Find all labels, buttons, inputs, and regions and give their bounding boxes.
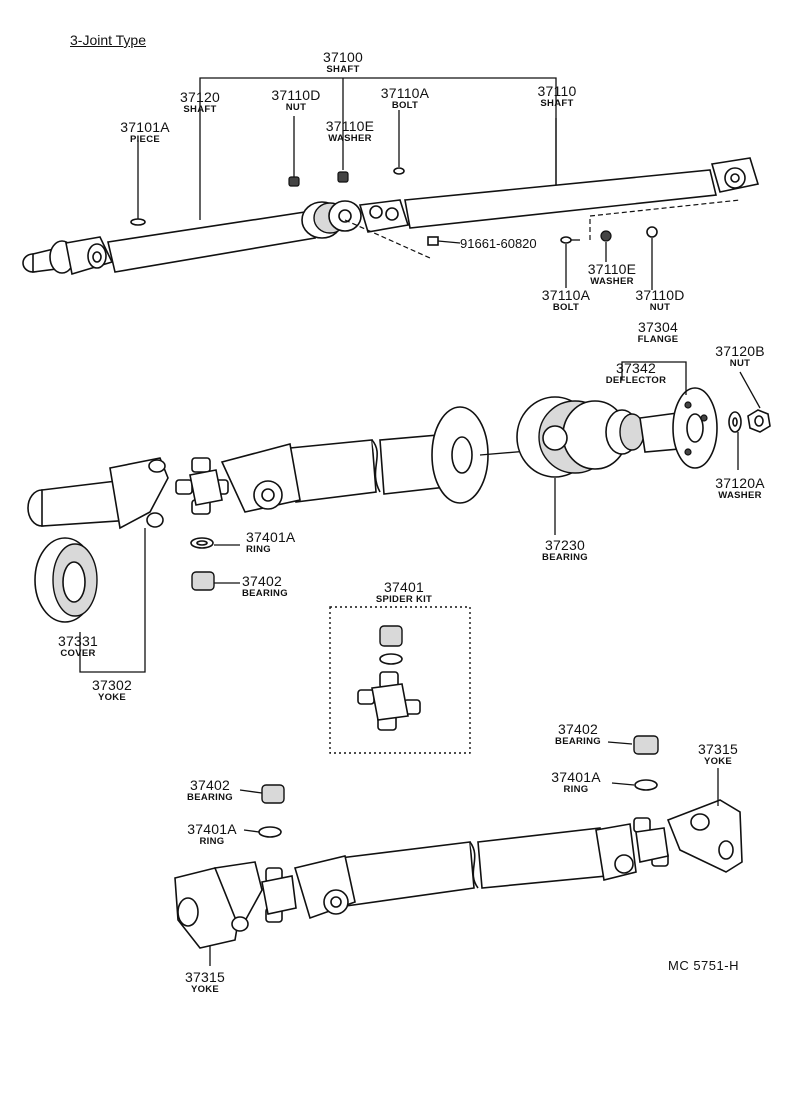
middle-shaft-assembly [27, 361, 771, 673]
top-shaft-assembly [22, 77, 760, 290]
bolt-part-number: 91661-60820 [460, 236, 537, 251]
diagram-title: 3-Joint Type [70, 32, 147, 48]
spider-kit-box [329, 606, 471, 754]
bottom-shaft-assembly [174, 735, 743, 966]
drawing-code: MC 5751-H [668, 958, 739, 973]
